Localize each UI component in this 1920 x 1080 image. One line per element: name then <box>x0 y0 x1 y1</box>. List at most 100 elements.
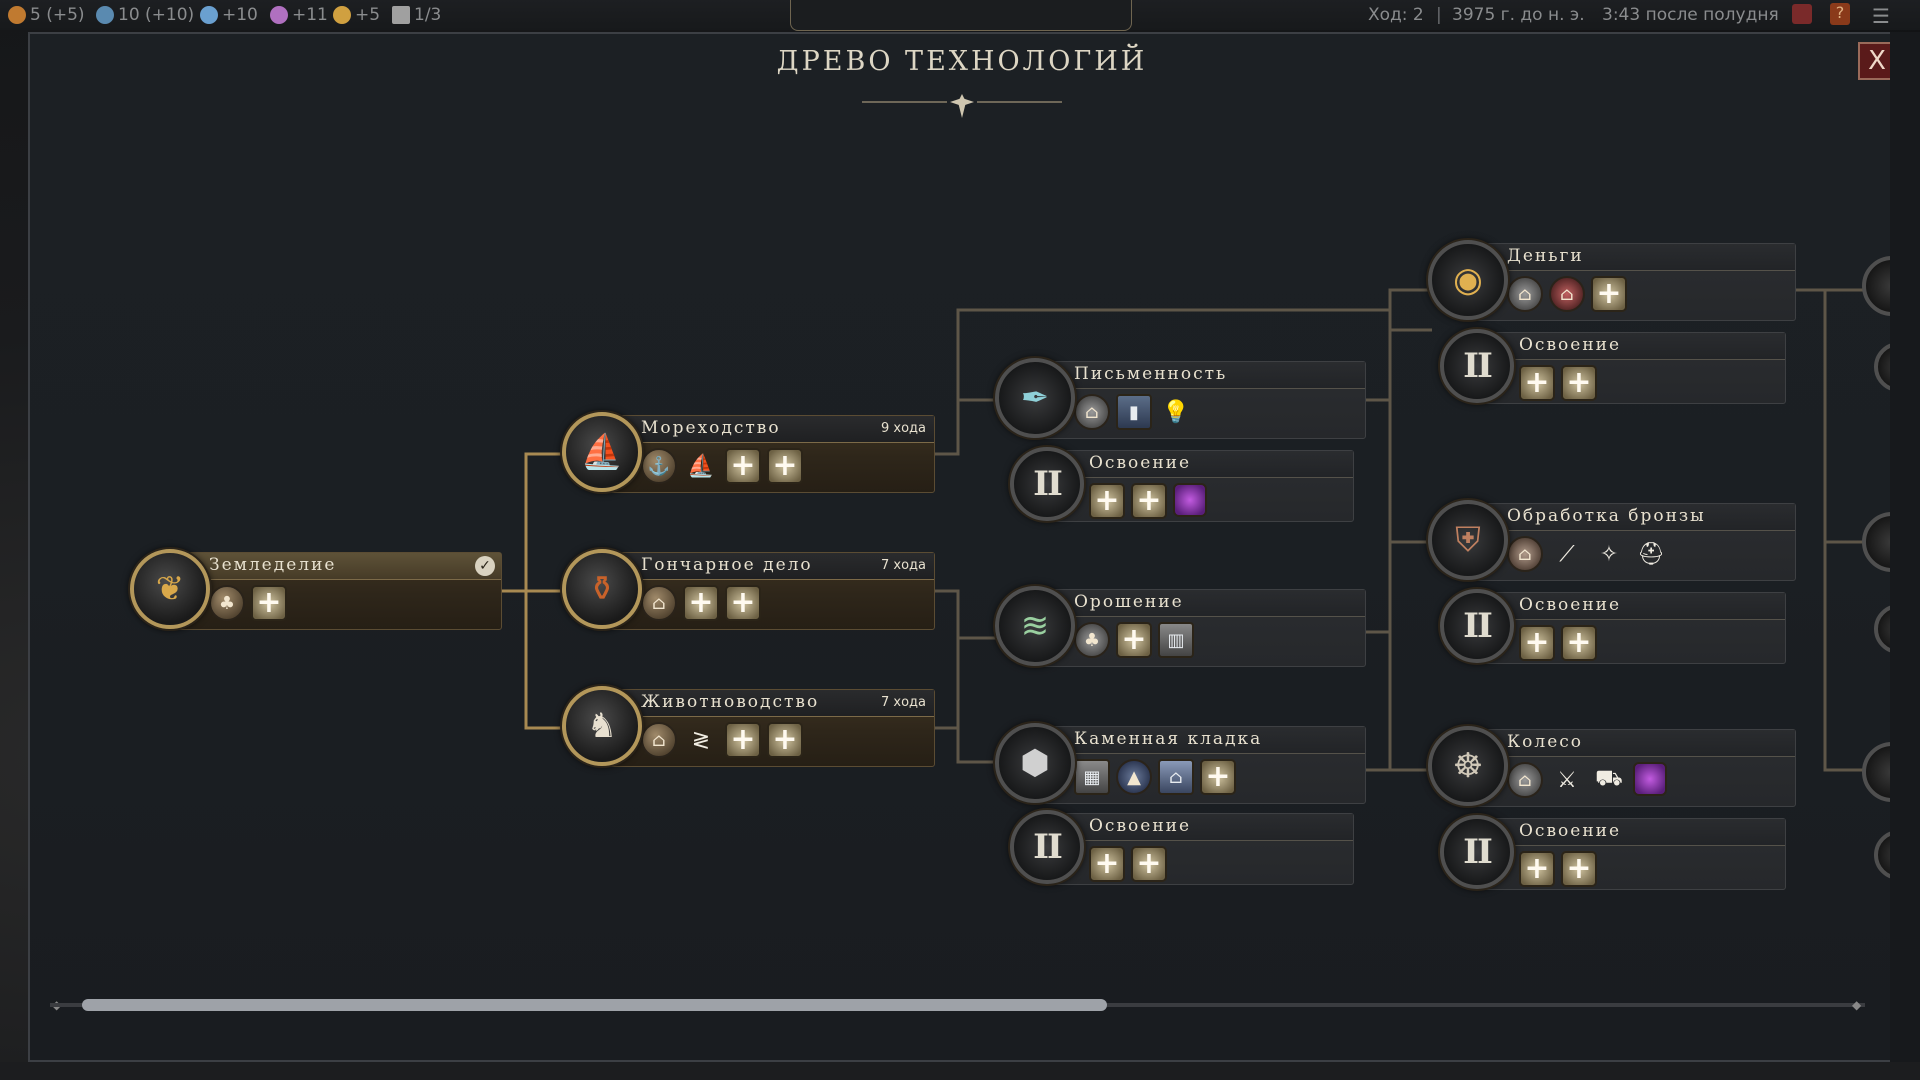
campus-district-icon[interactable]: ▮ <box>1116 394 1152 430</box>
tech-agriculture[interactable]: Земледелие ✓ ♣ + ❦ <box>130 549 502 630</box>
commercial-hub-icon[interactable]: ⌂ <box>1549 276 1585 312</box>
plus-icon[interactable]: + <box>683 585 719 621</box>
wonder-icon[interactable]: ▥ <box>1158 622 1194 658</box>
plus-icon[interactable]: + <box>1131 846 1167 882</box>
cart-icon[interactable]: ⛟ <box>1595 766 1623 791</box>
tech-writing-mastery[interactable]: Освоение + + II <box>1010 447 1354 522</box>
year-display: 3975 г. до н. э. <box>1452 5 1585 25</box>
tech-name: Обработка бронзы <box>1507 506 1706 526</box>
turns-remaining: 9 хода <box>880 421 926 436</box>
chariot-icon[interactable]: ⚔ <box>1557 767 1577 793</box>
page-title: ДРЕВО ТЕХНОЛОГИЙ <box>776 46 1148 77</box>
plus-icon[interactable]: + <box>1561 851 1597 887</box>
irrigation-channel-icon: ≋ <box>995 586 1075 666</box>
plus-icon[interactable]: + <box>1519 365 1555 401</box>
compass-icon[interactable]: ✧ <box>1599 541 1619 567</box>
plus-icon[interactable]: + <box>1561 365 1597 401</box>
plus-icon[interactable]: + <box>1131 483 1167 519</box>
trade-resource[interactable]: 1/3 <box>392 5 441 25</box>
tech-bronze-working[interactable]: Обработка бронзы ⌂ ⟋ ✧ ⛑ ⛨ <box>1428 500 1796 581</box>
plus-icon[interactable]: + <box>725 448 761 484</box>
tech-wheel[interactable]: Колесо ⌂ ⚔ ⛟ ☸ <box>1428 726 1796 807</box>
farm-unlock-icon[interactable]: ♣ <box>209 585 245 621</box>
plus-icon[interactable]: + <box>767 448 803 484</box>
pause-mastery-icon: II <box>1010 447 1084 521</box>
top-resource-bar: 5 (+5) 10 (+10) +10 +11 +5 1/3 Ход: 2 | … <box>0 0 1920 31</box>
plus-icon[interactable]: + <box>1089 846 1125 882</box>
map-bottom-strip <box>0 1062 1920 1080</box>
help-icon[interactable]: ? <box>1830 3 1850 25</box>
galley-icon[interactable]: ⛵ <box>687 453 715 479</box>
plus-icon[interactable]: + <box>1200 759 1236 795</box>
tech-currency[interactable]: Деньги ⌂ ⌂ + ◉ <box>1428 240 1796 321</box>
horizontal-scroll-thumb[interactable] <box>82 999 1107 1011</box>
tech-name: Освоение <box>1089 816 1192 836</box>
pause-mastery-icon: II <box>1440 815 1514 889</box>
tech-sailing[interactable]: Мореходство 9 хода ⚓ ⛵ + + ⛵ <box>562 412 935 493</box>
fishing-boat-icon[interactable]: ⚓ <box>641 448 677 484</box>
market-icon[interactable]: ⌂ <box>1507 276 1543 312</box>
plus-icon[interactable]: + <box>767 722 803 758</box>
plus-icon[interactable]: + <box>1519 851 1555 887</box>
turns-remaining: 7 хода <box>880 695 926 710</box>
plantation-icon[interactable]: ♣ <box>1074 622 1110 658</box>
tech-irrigation[interactable]: Орошение ♣ + ▥ ≋ <box>995 586 1366 667</box>
pause-mastery-icon: II <box>1440 589 1514 663</box>
helmet-icon[interactable]: ⛑ <box>1637 541 1665 567</box>
walls-icon[interactable]: ▦ <box>1074 759 1110 795</box>
eureka-lightbulb-icon[interactable]: 💡 <box>1162 399 1190 425</box>
advisor-icon[interactable] <box>1792 4 1812 24</box>
tech-currency-mastery[interactable]: Освоение + + II <box>1440 329 1786 404</box>
tech-masonry-mastery[interactable]: Освоение + + II <box>1010 810 1354 885</box>
tech-name: Освоение <box>1519 335 1622 355</box>
tech-animal-husbandry[interactable]: Животноводство 7 хода ⌂ ≷ + + ♞ <box>562 686 935 767</box>
clock-display: 3:43 после полудня <box>1602 5 1779 25</box>
tech-pottery[interactable]: Гончарное дело 7 хода ⌂ + + ⚱ <box>562 549 935 630</box>
turn-counter: Ход: 2 <box>1368 5 1424 25</box>
wheel-icon: ☸ <box>1428 726 1508 806</box>
close-button[interactable]: X <box>1858 42 1896 80</box>
quill-ink-icon: ✒ <box>995 358 1075 438</box>
menu-icon[interactable]: ☰ <box>1872 4 1890 28</box>
plus-icon[interactable]: + <box>1089 483 1125 519</box>
purple-gem-icon[interactable] <box>1173 483 1207 517</box>
plus-icon[interactable]: + <box>725 722 761 758</box>
plus-icon[interactable]: + <box>251 585 287 621</box>
purple-gem-icon[interactable] <box>1633 762 1667 796</box>
tech-name: Колесо <box>1507 732 1584 752</box>
plus-icon[interactable]: + <box>1519 625 1555 661</box>
title-ornament-icon <box>862 94 1062 118</box>
plus-icon[interactable]: + <box>1561 625 1597 661</box>
tech-wheel-mastery[interactable]: Освоение + + II <box>1440 815 1786 890</box>
obelisk-icon[interactable]: ▲ <box>1116 759 1152 795</box>
pause-mastery-icon: II <box>1010 810 1084 884</box>
barracks-icon[interactable]: ⌂ <box>1507 536 1543 572</box>
faith-resource[interactable]: 5 (+5) <box>8 5 85 25</box>
sailboat-icon: ⛵ <box>562 412 642 492</box>
globe-resource[interactable]: 10 (+10) <box>96 5 194 25</box>
pyramid-icon[interactable]: ⌂ <box>1158 759 1194 795</box>
culture-resource[interactable]: +11 <box>270 5 328 25</box>
scroll-right-arrow[interactable]: ◆ <box>1852 998 1862 1012</box>
science-resource[interactable]: +10 <box>200 5 258 25</box>
tech-masonry[interactable]: Каменная кладка ▦ ▲ ⌂ + ⬢ <box>995 723 1366 804</box>
plus-icon[interactable]: + <box>725 585 761 621</box>
culture-icon <box>270 6 288 24</box>
spear-icon[interactable]: ⟋ <box>1559 541 1575 567</box>
panel-right-edge <box>1890 32 1920 1062</box>
granary-icon[interactable]: ⌂ <box>641 585 677 621</box>
stone-block-icon: ⬢ <box>995 723 1075 803</box>
plus-icon[interactable]: + <box>1591 276 1627 312</box>
tech-name: Освоение <box>1519 595 1622 615</box>
tech-bronze-mastery[interactable]: Освоение + + II <box>1440 589 1786 664</box>
bronze-armor-icon: ⛨ <box>1428 500 1508 580</box>
water-mill-icon[interactable]: ⌂ <box>1507 762 1543 798</box>
tech-writing[interactable]: Письменность ⌂ ▮ 💡 ✒ <box>995 358 1366 439</box>
library-icon[interactable]: ⌂ <box>1074 394 1110 430</box>
horse-resource-icon[interactable]: ≷ <box>691 727 711 753</box>
vase-icon: ⚱ <box>562 549 642 629</box>
turns-remaining: 7 хода <box>880 558 926 573</box>
gold-resource[interactable]: +5 <box>333 5 380 25</box>
pasture-icon[interactable]: ⌂ <box>641 722 677 758</box>
plus-icon[interactable]: + <box>1116 622 1152 658</box>
